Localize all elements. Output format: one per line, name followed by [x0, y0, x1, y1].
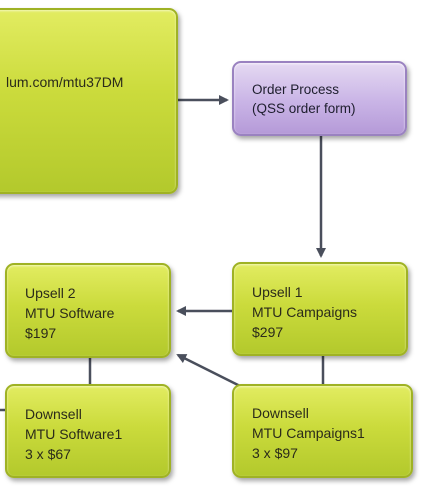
upsell-1-product: MTU Campaigns — [252, 304, 358, 320]
downsell-campaigns-product: MTU Campaigns1 — [252, 425, 365, 441]
downsell-campaigns-title: Downsell — [252, 405, 309, 421]
url-box: lum.com/mtu37DM — [0, 8, 178, 194]
downsell-software-price: 3 x $67 — [25, 446, 71, 462]
upsell-1-price: $297 — [252, 324, 284, 340]
order-process-subtitle: (QSS order form) — [252, 101, 356, 116]
order-process-title: Order Process — [252, 82, 340, 97]
upsell-1-box: Upsell 1 MTU Campaigns $297 — [232, 262, 408, 356]
upsell-2-price: $197 — [25, 325, 57, 341]
upsell-1-title: Upsell 1 — [252, 284, 303, 300]
downsell-software-box: Downsell MTU Software1 3 x $67 — [5, 384, 171, 478]
upsell-2-product: MTU Software — [25, 305, 115, 321]
upsell-2-title: Upsell 2 — [25, 285, 76, 301]
arrow-downsell1-to-upsell2 — [176, 353, 241, 388]
upsell-2-box: Upsell 2 MTU Software $197 — [5, 263, 171, 358]
order-process-box: Order Process (QSS order form) — [232, 61, 407, 136]
downsell-campaigns-box: Downsell MTU Campaigns1 3 x $97 — [232, 384, 413, 478]
downsell-campaigns-price: 3 x $97 — [252, 445, 298, 461]
downsell-software-title: Downsell — [25, 406, 82, 422]
url-box-text: lum.com/mtu37DM — [6, 74, 124, 90]
downsell-software-product: MTU Software1 — [25, 426, 123, 442]
